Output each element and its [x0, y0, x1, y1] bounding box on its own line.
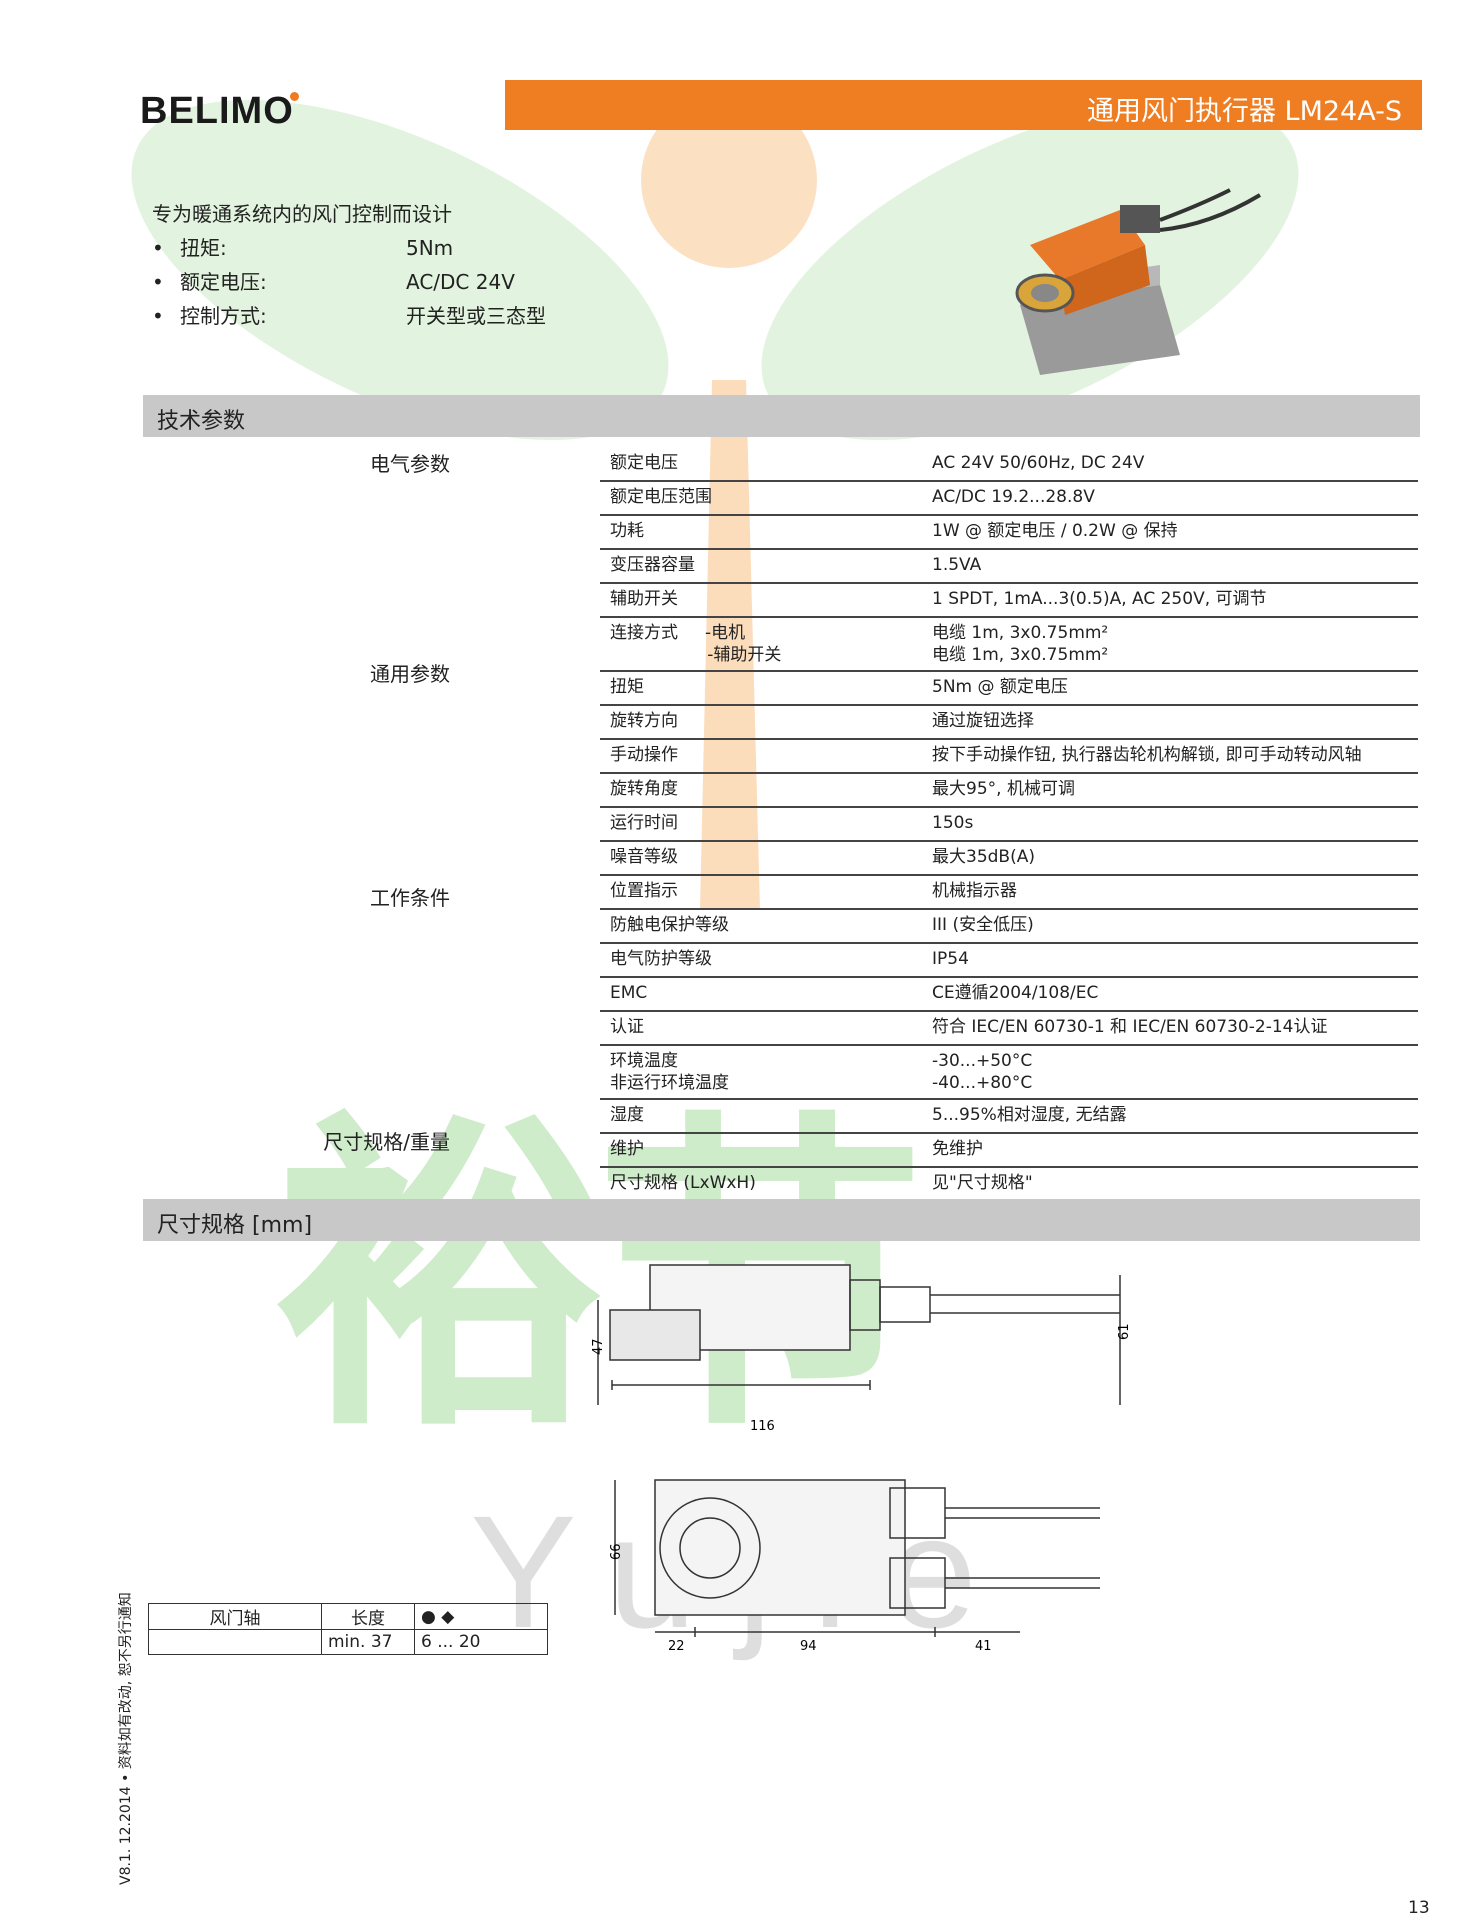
side-view-drawing: 47 61 116	[591, 1264, 1132, 1434]
spec-value: AC 24V 50/60Hz, DC 24V	[932, 453, 1145, 473]
group-electrical: 电气参数	[370, 452, 450, 476]
spec-row: 环境温度 非运行环境温度 -30...+50°C -40...+80°C	[600, 1046, 1418, 1100]
spec-value: IP54	[932, 949, 969, 969]
spec-row: 变压器容量 1.5VA	[600, 550, 1418, 584]
spec-value: 最大95°, 机械可调	[932, 779, 1075, 799]
top-view-drawing: 66 22 94 41	[609, 1479, 1100, 1654]
dim-66: 66	[609, 1543, 624, 1560]
spec-row: 手动操作 按下手动操作钮, 执行器齿轮机构解锁, 即可手动转动风轴	[600, 740, 1418, 774]
spec-row: 噪音等级 最大35dB(A)	[600, 842, 1418, 876]
length-header: 长度	[321, 1603, 415, 1630]
spec-key: 额定电压	[610, 453, 678, 473]
dim-41: 41	[975, 1639, 992, 1654]
spec-key: 电气防护等级	[610, 949, 712, 969]
range-cell: 6 ... 20	[414, 1629, 548, 1655]
spec-value: 1W @ 额定电压 / 0.2W @ 保持	[932, 521, 1178, 541]
side-note: V8.1. 12.2014 • 资料如有改动, 恕不另行通知	[118, 1592, 134, 1885]
spec-key: 变压器容量	[610, 555, 695, 575]
spec-row: 湿度 5...95%相对湿度, 无结露	[600, 1100, 1418, 1134]
spec-value: 见"尺寸规格"	[932, 1173, 1033, 1193]
spec-key: 连接方式 -电机 -辅助开关	[610, 623, 782, 665]
section-bar-tech: 技术参数	[143, 395, 1420, 437]
intro-title: 专为暖通系统内的风门控制而设计	[152, 202, 452, 226]
page-title: 通用风门执行器 LM24A-S	[1086, 96, 1402, 127]
spec-key: 功耗	[610, 521, 644, 541]
spec-row: 运行时间 150s	[600, 808, 1418, 842]
spec-key: 湿度	[610, 1105, 644, 1125]
group-general: 通用参数	[370, 662, 450, 686]
spec-key: 防触电保护等级	[610, 915, 729, 935]
spec-row: 尺寸规格 (LxWxH) 见"尺寸规格"	[600, 1168, 1418, 1202]
spec-row: 维护 免维护	[600, 1134, 1418, 1168]
spec-row: 认证 符合 IEC/EN 60730-1 和 IEC/EN 60730-2-14认…	[600, 1012, 1418, 1046]
spec-value: 5...95%相对湿度, 无结露	[932, 1105, 1127, 1125]
spec-row: 旋转角度 最大95°, 机械可调	[600, 774, 1418, 808]
spec-key: 旋转方向	[610, 711, 678, 731]
spec-key: 认证	[610, 1017, 644, 1037]
page-number: 13	[1408, 1898, 1430, 1918]
brand-logo: BELIMO	[140, 90, 303, 133]
intro-item: •额定电压:AC/DC 24V	[152, 270, 515, 294]
shaft-header: 风门轴	[148, 1603, 322, 1630]
spec-key: 旋转角度	[610, 779, 678, 799]
spec-key: 位置指示	[610, 881, 678, 901]
spec-value: AC/DC 19.2...28.8V	[932, 487, 1095, 507]
length-cell: min. 37	[321, 1629, 415, 1655]
dim-22: 22	[668, 1639, 685, 1654]
dim-61: 61	[1117, 1323, 1132, 1340]
spec-value: 最大35dB(A)	[932, 847, 1035, 867]
spec-key: EMC	[610, 983, 648, 1003]
spec-key: 运行时间	[610, 813, 678, 833]
spec-value: 免维护	[932, 1139, 983, 1159]
dim-94: 94	[800, 1639, 817, 1654]
spec-value: 1.5VA	[932, 555, 982, 575]
spec-value: 机械指示器	[932, 881, 1017, 901]
spec-value: CE遵循2004/108/EC	[932, 983, 1099, 1003]
dim-116: 116	[750, 1419, 775, 1434]
spec-row: 扭矩 5Nm @ 额定电压	[600, 672, 1418, 706]
spec-row: 额定电压范围 AC/DC 19.2...28.8V	[600, 482, 1418, 516]
group-size-weight: 尺寸规格/重量	[323, 1130, 450, 1154]
product-photo	[1015, 188, 1262, 375]
spec-value: 符合 IEC/EN 60730-1 和 IEC/EN 60730-2-14认证	[932, 1017, 1328, 1037]
spec-value: 150s	[932, 813, 974, 833]
spec-table: 额定电压 AC 24V 50/60Hz, DC 24V 额定电压范围 AC/DC 19…	[600, 448, 1418, 1236]
spec-key: 扭矩	[610, 677, 644, 697]
spec-value: III (安全低压)	[932, 915, 1034, 935]
section-title: 尺寸规格 [mm]	[157, 1213, 313, 1238]
spec-key: 环境温度 非运行环境温度	[610, 1051, 729, 1093]
shaft-table: 风门轴 长度 ● ◆ min. 37 6 ... 20	[148, 1603, 548, 1655]
spec-value: 1 SPDT, 1mA...3(0.5)A, AC 250V, 可调节	[932, 589, 1267, 609]
intro-item: •控制方式:开关型或三态型	[152, 304, 546, 328]
intro-item: •扭矩:5Nm	[152, 236, 454, 260]
spec-row: 位置指示 机械指示器	[600, 876, 1418, 910]
spec-value: 电缆 1m, 3x0.75mm² 电缆 1m, 3x0.75mm²	[932, 623, 1109, 665]
spec-row: 防触电保护等级 III (安全低压)	[600, 910, 1418, 944]
shaft-cell	[148, 1629, 322, 1655]
shaft-shape-icon: ● ◆	[414, 1603, 548, 1630]
spec-key: 噪音等级	[610, 847, 678, 867]
spec-row: 辅助开关 1 SPDT, 1mA...3(0.5)A, AC 250V, 可调节	[600, 584, 1418, 618]
spec-row: 功耗 1W @ 额定电压 / 0.2W @ 保持	[600, 516, 1418, 550]
title-bar: 通用风门执行器 LM24A-S	[505, 80, 1422, 130]
spec-key: 维护	[610, 1139, 644, 1159]
spec-value: 通过旋钮选择	[932, 711, 1034, 731]
spec-row: 连接方式 -电机 -辅助开关 电缆 1m, 3x0.75mm² 电缆 1m, 3x…	[600, 618, 1418, 672]
spec-value: 5Nm @ 额定电压	[932, 677, 1068, 697]
spec-row: 电气防护等级 IP54	[600, 944, 1418, 978]
spec-key: 辅助开关	[610, 589, 678, 609]
spec-row: 额定电压 AC 24V 50/60Hz, DC 24V	[600, 448, 1418, 482]
spec-row: EMC CE遵循2004/108/EC	[600, 978, 1418, 1012]
group-working: 工作条件	[370, 886, 450, 910]
spec-key: 手动操作	[610, 745, 678, 765]
spec-key: 额定电压范围	[610, 487, 712, 507]
dim-47: 47	[591, 1338, 606, 1355]
spec-value: -30...+50°C -40...+80°C	[932, 1051, 1033, 1093]
spec-key: 尺寸规格 (LxWxH)	[610, 1173, 756, 1193]
section-title: 技术参数	[157, 409, 246, 434]
spec-row: 旋转方向 通过旋钮选择	[600, 706, 1418, 740]
spec-value: 按下手动操作钮, 执行器齿轮机构解锁, 即可手动转动风轴	[932, 745, 1362, 765]
section-bar-dims: 尺寸规格 [mm]	[143, 1199, 1420, 1241]
